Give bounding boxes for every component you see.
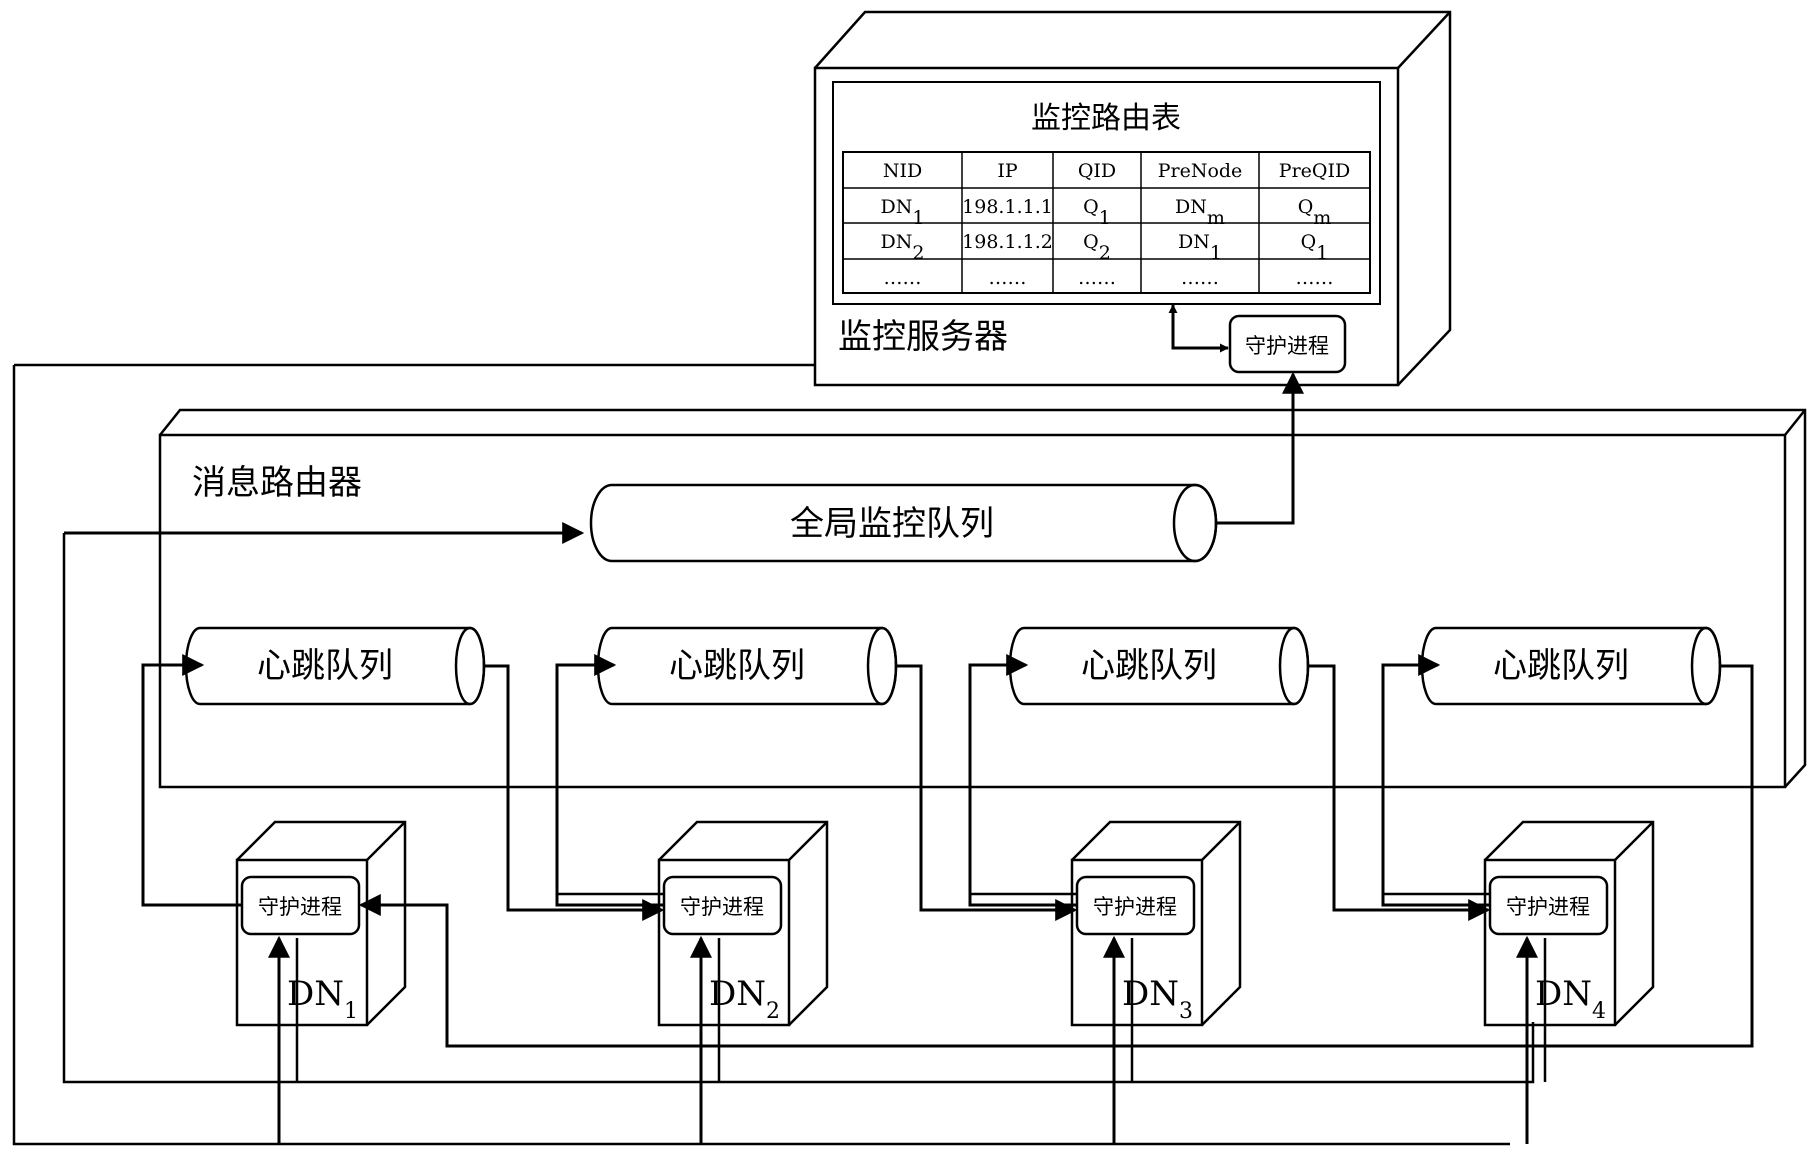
- table-cell-main: DN: [1175, 196, 1207, 218]
- table-cell-subscript: m: [1207, 207, 1225, 229]
- node-label-main: DN: [1535, 974, 1592, 1014]
- data-node-edge: [1201, 821, 1241, 861]
- data-node-edge: [1614, 821, 1654, 861]
- heartbeat-queue: [184, 626, 486, 706]
- table-cell-subscript: 1: [912, 207, 924, 229]
- table-cell: 198.1.1.1: [962, 196, 1053, 218]
- table-cell: Q1: [1083, 196, 1111, 229]
- node-label-subscript: 2: [766, 999, 780, 1024]
- heartbeat-queue-label: 心跳队列: [257, 646, 393, 686]
- table-cell: DN2: [881, 231, 925, 264]
- data-node-edge: [366, 821, 406, 861]
- table-cell-main: Q: [1298, 196, 1314, 218]
- table-cell-main: DN: [1178, 231, 1210, 253]
- table-cell: DNm: [1175, 196, 1225, 229]
- table-cell-main: ……: [1078, 267, 1116, 289]
- node-label-main: DN: [287, 974, 344, 1014]
- data-node: [235, 820, 407, 1027]
- heartbeat-queue-label: 心跳队列: [1081, 646, 1217, 686]
- table-cell-main: ……: [1296, 267, 1334, 289]
- connector-line: [12, 365, 1510, 1146]
- table-cell: ……: [1181, 267, 1219, 289]
- server-daemon-label: 守护进程: [1245, 334, 1329, 358]
- table-header-cell: IP: [997, 160, 1018, 182]
- global-queue-label: 全局监控队列: [790, 504, 994, 544]
- table-header-cell: QID: [1078, 160, 1116, 182]
- table-cell-subscript: 1: [1210, 242, 1222, 264]
- message-router: [158, 408, 1807, 789]
- table-cell-main: DN: [881, 196, 913, 218]
- table-header-cell: PreQID: [1279, 160, 1350, 182]
- table-cell-main: DN: [881, 231, 913, 253]
- connector-line: [358, 664, 1754, 1048]
- table-cell-subscript: 2: [1099, 242, 1111, 264]
- heartbeat-queue: [1008, 626, 1310, 706]
- node-label-subscript: 4: [1592, 999, 1606, 1024]
- table-cell: DN1: [881, 196, 925, 229]
- connector-line: [1381, 654, 1490, 907]
- node-daemon-label: 守护进程: [1093, 895, 1177, 919]
- connector-line: [62, 533, 1535, 1084]
- data-node: [657, 820, 829, 1027]
- table-header-cell: NID: [883, 160, 922, 182]
- table-cell-main: ……: [884, 267, 922, 289]
- connector-line: [484, 664, 665, 921]
- table-cell: Q2: [1083, 231, 1111, 264]
- table-cell: 198.1.1.2: [962, 231, 1053, 253]
- table-cell: ……: [1296, 267, 1334, 289]
- connector-line: [141, 654, 242, 907]
- connector-line: [1216, 371, 1304, 525]
- table-cell: ……: [989, 267, 1027, 289]
- node-daemon-label: 守护进程: [680, 895, 764, 919]
- heartbeat-queue-label: 心跳队列: [669, 646, 805, 686]
- table-cell-subscript: 1: [1099, 207, 1111, 229]
- monitor-table-title: 监控路由表: [1031, 101, 1181, 136]
- connector-line: [1308, 664, 1491, 921]
- node-label-subscript: 1: [344, 999, 358, 1024]
- connector-line: [896, 664, 1078, 921]
- table-cell-main: ……: [1181, 267, 1219, 289]
- table-cell-main: Q: [1083, 231, 1099, 253]
- table-cell: ……: [884, 267, 922, 289]
- table-cell-main: Q: [1301, 231, 1317, 253]
- monitor-server-label: 监控服务器: [838, 317, 1008, 357]
- table-header-cell: PreNode: [1158, 160, 1243, 182]
- data-node: [1483, 820, 1655, 1027]
- connector-line: [555, 654, 664, 907]
- message-router-label: 消息路由器: [192, 463, 362, 503]
- connector-line: [968, 654, 1077, 907]
- table-cell-main: ……: [989, 267, 1027, 289]
- heartbeat-queue: [1420, 626, 1722, 706]
- node-label-main: DN: [1122, 974, 1179, 1014]
- table-cell-subscript: 2: [912, 242, 924, 264]
- node-label-subscript: 3: [1179, 999, 1193, 1024]
- table-cell-subscript: 1: [1316, 242, 1328, 264]
- node-label-main: DN: [709, 974, 766, 1014]
- table-cell-main: 198.1.1.1: [962, 196, 1053, 218]
- table-cell-main: Q: [1083, 196, 1099, 218]
- table-cell: Q1: [1301, 231, 1329, 264]
- node-daemon-label: 守护进程: [258, 895, 342, 919]
- heartbeat-queue-label: 心跳队列: [1493, 646, 1629, 686]
- table-cell-subscript: m: [1313, 207, 1331, 229]
- data-node-edge: [788, 821, 828, 861]
- table-cell: DN1: [1178, 231, 1222, 264]
- table-cell: ……: [1078, 267, 1116, 289]
- node-daemon-label: 守护进程: [1506, 895, 1590, 919]
- table-cell-main: 198.1.1.2: [962, 231, 1053, 253]
- table-cell: Qm: [1298, 196, 1332, 229]
- data-node: [1070, 820, 1242, 1027]
- daemon-table-connector: [1168, 304, 1229, 353]
